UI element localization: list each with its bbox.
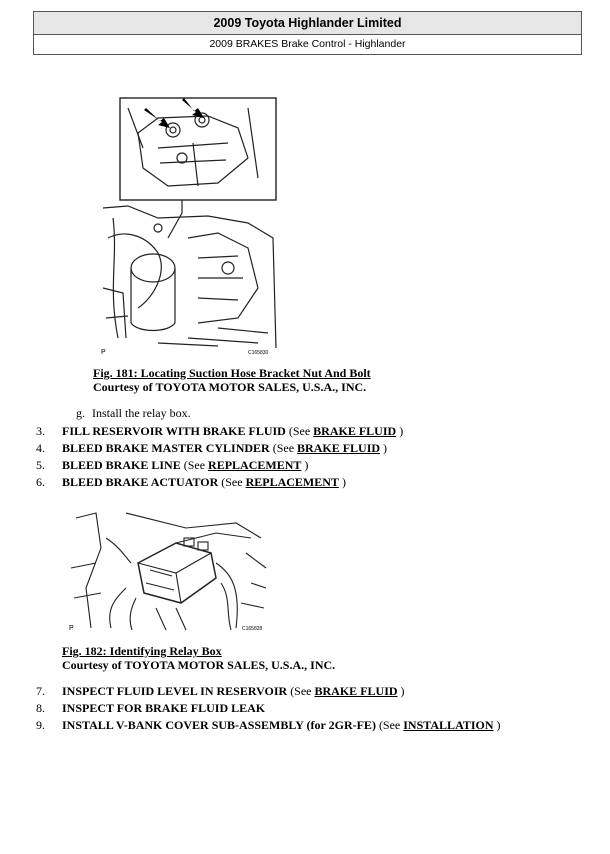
substep-g: g. Install the relay box. — [76, 406, 191, 420]
step-7: 7.INSPECT FLUID LEVEL IN RESERVOIR (See … — [36, 684, 405, 698]
see-prefix: (See — [269, 441, 298, 455]
see-prefix: (See — [375, 718, 404, 732]
brake-fluid-link[interactable]: BRAKE FLUID — [314, 684, 398, 698]
installation-link[interactable]: INSTALLATION — [403, 718, 494, 732]
step-6: 6.BLEED BRAKE ACTUATOR (See REPLACEMENT … — [36, 475, 346, 489]
see-prefix: (See — [218, 475, 246, 489]
see-suffix: ) — [380, 441, 388, 455]
figure-182-corner-label: P — [69, 625, 74, 632]
substep-g-text: Install the relay box. — [92, 406, 191, 420]
brake-fluid-link[interactable]: BRAKE FLUID — [297, 441, 381, 455]
replacement-link[interactable]: REPLACEMENT — [208, 458, 302, 472]
see-suffix: ) — [397, 684, 405, 698]
step-8: 8. INSPECT FOR BRAKE FLUID LEAK — [36, 701, 265, 715]
step-number: 3. — [36, 424, 45, 438]
substep-g-letter: g. — [76, 406, 85, 420]
step-heading: INSPECT FLUID LEVEL IN RESERVOIR — [62, 684, 288, 698]
step-3: 3. FILL RESERVOIR WITH BRAKE FLUID (See B… — [36, 424, 403, 438]
step-number: 5. — [36, 458, 45, 472]
document-title: 2009 Toyota Highlander Limited — [34, 12, 581, 35]
step-5: 5. BLEED BRAKE LINE (See REPLACEMENT ) — [36, 458, 308, 472]
step-number: 8. — [36, 701, 45, 715]
step-heading: INSTALL V-BANK COVER SUB-ASSEMBLY (for 2… — [62, 718, 376, 732]
figure-182-caption-title: Fig. 182: Identifying Relay Box — [62, 644, 222, 658]
figure-182-caption: Fig. 182: Identifying Relay Box Courtesy… — [62, 644, 335, 672]
step-heading: BLEED BRAKE MASTER CYLINDER — [62, 441, 270, 455]
see-suffix: ) — [493, 718, 501, 732]
step-4: 4. BLEED BRAKE MASTER CYLINDER (See BRAKE… — [36, 441, 387, 455]
see-suffix: ) — [338, 475, 346, 489]
figure-182-caption-credit: Courtesy of TOYOTA MOTOR SALES, U.S.A., … — [62, 658, 336, 672]
figure-181-caption-title: Fig. 181: Locating Suction Hose Bracket … — [93, 366, 371, 380]
step-number: 9. — [36, 718, 45, 732]
see-prefix: (See — [285, 424, 314, 438]
document-header: 2009 Toyota Highlander Limited 2009 BRAK… — [33, 11, 582, 55]
figure-181-code: C165830 — [248, 350, 269, 356]
step-9: 9. INSTALL V-BANK COVER SUB-ASSEMBLY (for… — [36, 718, 501, 732]
figure-181-corner-label: P — [101, 349, 106, 356]
see-prefix: (See — [287, 684, 315, 698]
document-subtitle: 2009 BRAKES Brake Control - Highlander — [34, 35, 581, 54]
step-heading: BLEED BRAKE ACTUATOR — [62, 475, 219, 489]
figure-182-illustration: P C165828 — [69, 512, 267, 632]
figure-182-code: C165828 — [242, 626, 263, 632]
replacement-link[interactable]: REPLACEMENT — [245, 475, 339, 489]
figure-181-caption: Fig. 181: Locating Suction Hose Bracket … — [93, 366, 371, 394]
brake-fluid-link[interactable]: BRAKE FLUID — [313, 424, 397, 438]
figure-181-caption-credit: Courtesy of TOYOTA MOTOR SALES, U.S.A., … — [93, 380, 367, 394]
step-heading: FILL RESERVOIR WITH BRAKE FLUID — [62, 424, 286, 438]
figure-181-illustration: P C165830 — [101, 97, 277, 356]
step-heading: BLEED BRAKE LINE — [62, 458, 181, 472]
step-number: 7. — [36, 684, 45, 698]
step-number: 6. — [36, 475, 45, 489]
see-prefix: (See — [180, 458, 209, 472]
see-suffix: ) — [301, 458, 309, 472]
step-heading: INSPECT FOR BRAKE FLUID LEAK — [62, 701, 266, 715]
see-suffix: ) — [396, 424, 404, 438]
step-number: 4. — [36, 441, 45, 455]
